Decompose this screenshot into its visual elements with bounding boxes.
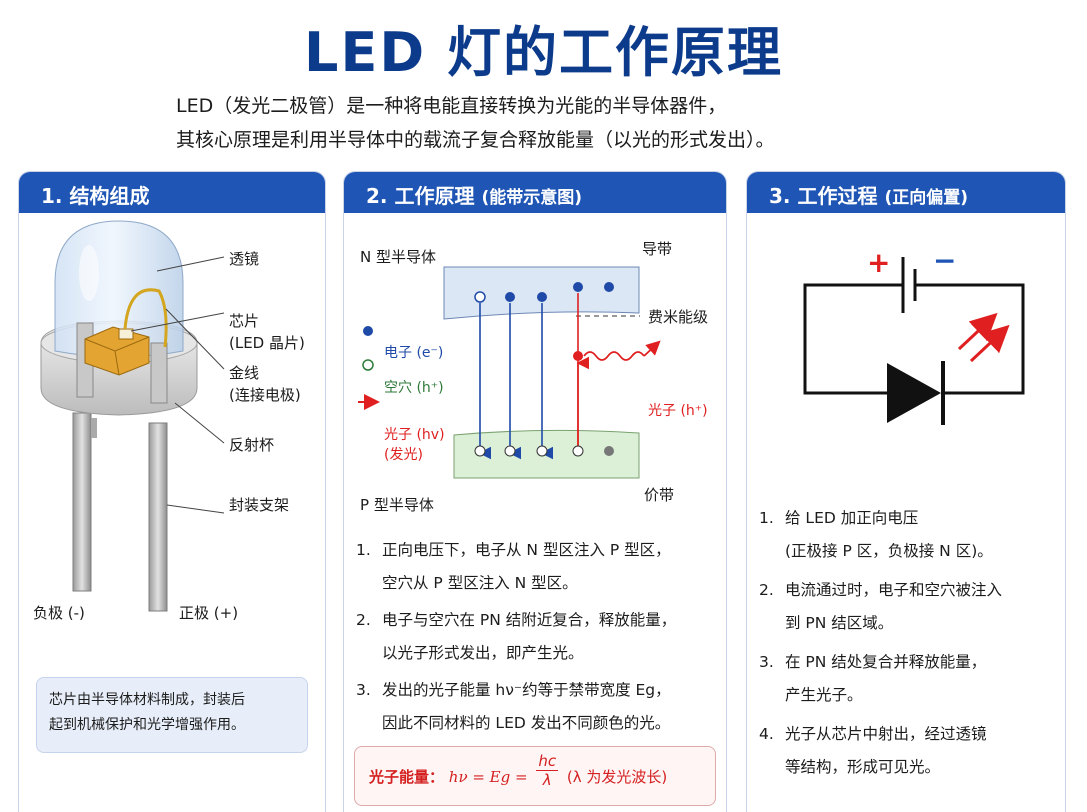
- hole: [572, 445, 584, 457]
- note-line-2: 起到机械保护和光学增强作用。: [49, 717, 245, 733]
- process-panel-heading: 3. 工作过程 (正向偏置): [747, 172, 1065, 213]
- cathode-leg: [72, 412, 92, 592]
- electron: [573, 282, 583, 292]
- intro-line-2: 其核心原理是利用半导体中的载流子复合释放能量（以光的形式发出）。: [176, 129, 775, 151]
- process-step: 3.在 PN 结处复合并释放能量，产生光子。: [759, 653, 987, 704]
- principle-steps: 1.正向电压下，电子从 N 型区注入 P 型区，空穴从 P 型区注入 N 型区。…: [356, 534, 722, 744]
- label-fermi-level: 费米能级: [648, 308, 709, 326]
- label-chip: 芯片: [229, 312, 260, 330]
- band-diagram: [358, 266, 661, 479]
- label-wire-sub: (连接电极): [229, 386, 301, 404]
- label-chip-sub: (LED 晶片): [229, 334, 305, 352]
- circuit-wire: [919, 283, 1025, 395]
- label-anode: 正极 (+): [179, 604, 239, 622]
- process-step: 4.光子从芯片中射出，经过透镜等结构，形成可见光。: [759, 725, 987, 776]
- structure-panel-heading: 1. 结构组成: [19, 172, 325, 213]
- legend-hole-label: 空穴 (h⁺): [384, 380, 444, 396]
- battery-minus-sign: −: [933, 244, 957, 277]
- label-cathode: 负极 (-): [33, 604, 85, 622]
- electron: [604, 446, 614, 456]
- principle-step: 2.电子与空穴在 PN 结附近复合，释放能量，以光子形式发出，即产生光。: [356, 611, 677, 662]
- light-emission-arrow: [969, 324, 1010, 363]
- legend-hole-dot: [362, 359, 374, 371]
- hole: [474, 445, 486, 457]
- legend-photon-sub: (发光): [384, 447, 423, 463]
- gold-wire: [123, 288, 168, 348]
- label-n-type: N 型半导体: [360, 248, 436, 266]
- label-lens: 透镜: [229, 250, 260, 268]
- process-panel: 3. 工作过程 (正向偏置) + − 1.给 LED 加正向电压(正极接 P 区…: [746, 171, 1066, 812]
- process-heading-sub: (正向偏置): [884, 188, 968, 208]
- electron: [505, 292, 515, 302]
- photon-energy-formula: 光子能量： hν = Eg = hc λ (λ 为发光波长): [354, 746, 716, 806]
- hole: [504, 445, 516, 457]
- legend-photon-label: 光子 (hv): [384, 427, 445, 443]
- hole: [536, 445, 548, 457]
- formula-label: 光子能量：: [369, 768, 445, 786]
- label-valence-band: 价带: [644, 486, 675, 504]
- principle-step: 3.发出的光子能量 hν⁻约等于禁带宽度 Eg，因此不同材料的 LED 发出不同…: [356, 681, 671, 732]
- formula-note: (λ 为发光波长): [566, 768, 668, 786]
- principle-heading-sub: (能带示意图): [481, 188, 582, 208]
- recombination-point: [573, 351, 583, 361]
- formula-numerator: hc: [536, 752, 559, 771]
- label-wire: 金线: [229, 364, 260, 382]
- formula-fraction: hc λ: [536, 752, 559, 789]
- process-step: 2.电流通过时，电子和空穴被注入到 PN 结区域。: [759, 581, 1003, 632]
- label-reflector: 反射杯: [229, 436, 275, 454]
- process-steps: 1.给 LED 加正向电压(正极接 P 区，负极接 N 区)。 2.电流通过时，…: [759, 502, 1063, 790]
- label-conduction-band: 导带: [642, 240, 673, 258]
- diode-symbol: [887, 363, 941, 423]
- led-structure-illustration: [40, 220, 225, 612]
- principle-heading-main: 2. 工作原理: [366, 184, 475, 208]
- battery-plus-sign: +: [867, 246, 891, 279]
- formula-denominator: λ: [542, 771, 552, 789]
- electron: [537, 292, 547, 302]
- formula-lhs: hν = Eg =: [448, 768, 528, 786]
- label-p-type: P 型半导体: [360, 496, 434, 514]
- page-title: LED 灯的工作原理: [304, 21, 783, 84]
- legend-electron-label: 电子 (e⁻): [384, 345, 444, 361]
- legend-electron-dot: [363, 326, 373, 336]
- label-frame: 封装支架: [229, 496, 290, 514]
- label-photon: 光子 (h⁺): [648, 403, 708, 419]
- forward-bias-circuit: [803, 257, 1025, 425]
- structure-panel: 1. 结构组成: [18, 171, 326, 812]
- light-emission-arrow: [957, 312, 998, 351]
- principle-step: 1.正向电压下，电子从 N 型区注入 P 型区，空穴从 P 型区注入 N 型区。: [356, 541, 671, 592]
- hole: [474, 291, 486, 303]
- intro-line-1: LED（发光二极管）是一种将电能直接转换为光能的半导体器件，: [176, 95, 727, 117]
- principle-panel-heading: 2. 工作原理 (能带示意图): [344, 172, 726, 213]
- anode-leg: [148, 422, 168, 612]
- structure-note: 芯片由半导体材料制成，封装后 起到机械保护和光学增强作用。: [36, 677, 308, 753]
- photon-wave: [583, 351, 645, 361]
- process-step: 1.给 LED 加正向电压(正极接 P 区，负极接 N 区)。: [759, 509, 993, 560]
- circuit-wire: [803, 283, 895, 395]
- note-line-1: 芯片由半导体材料制成，封装后: [49, 692, 245, 708]
- process-heading-main: 3. 工作过程: [769, 184, 878, 208]
- electron: [604, 282, 614, 292]
- principle-panel: 2. 工作原理 (能带示意图): [343, 171, 727, 812]
